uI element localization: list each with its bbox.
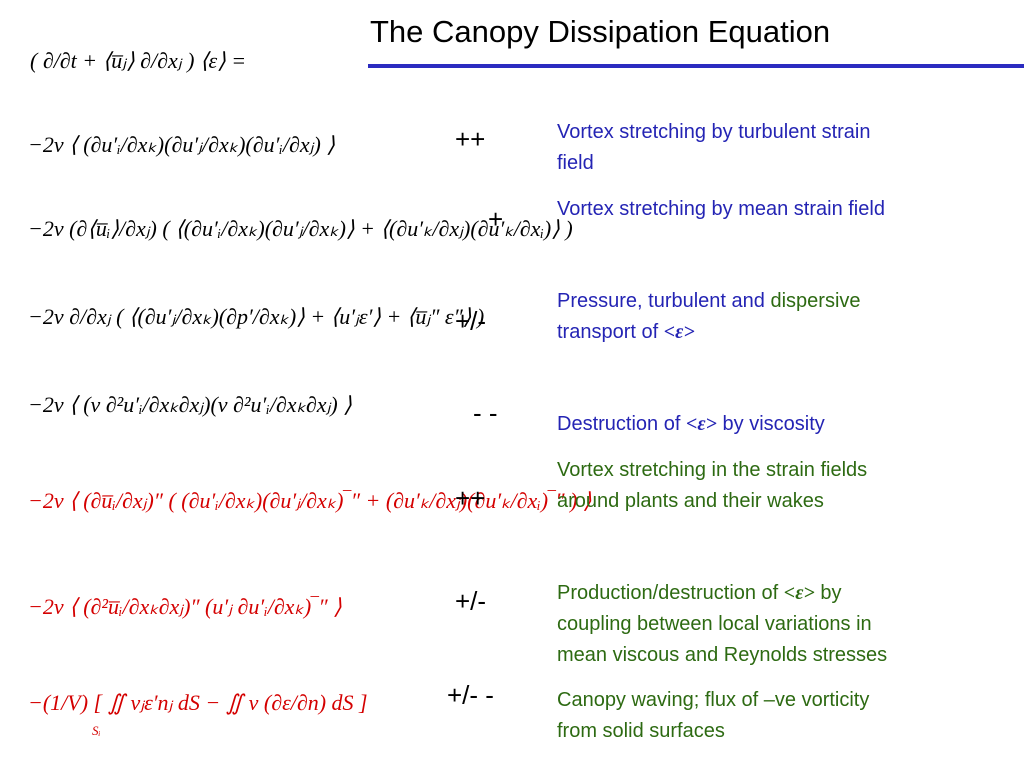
equation-term-6: −2ν ⟨ (∂²u̅ᵢ/∂xₖ∂xⱼ)″ (u′ⱼ ∂u′ᵢ/∂xₖ)‾″ ⟩ — [28, 594, 342, 619]
epsilon-symbol: <ε> — [685, 413, 717, 435]
desc-term-6-line-2: coupling between local variations in — [557, 613, 872, 635]
equation-term-1: −2ν ⟨ (∂u′ᵢ/∂xₖ)(∂u′ⱼ/∂xₖ)(∂u′ᵢ/∂xⱼ) ⟩ — [28, 132, 335, 157]
desc-term-2: Vortex stretching by mean strain field — [557, 194, 997, 225]
desc-term-7-line-2: from solid surfaces — [557, 720, 725, 742]
equation-term-7: −(1/V) [ ∬ vⱼε′nⱼ dS − ∬ ν (∂ε/∂n) dS ] — [28, 690, 368, 715]
desc-term-6-line-3: mean viscous and Reynolds stresses — [557, 644, 888, 666]
sign-term-1: ++ — [455, 124, 486, 154]
sign-term-6: +/- — [455, 586, 487, 616]
sign-term-3: +/- — [455, 306, 487, 336]
desc-term-6-prefix: Production/destruction of — [557, 582, 784, 604]
desc-term-1-line-2: field — [557, 152, 594, 174]
page-title: The Canopy Dissipation Equation — [370, 14, 831, 49]
equation-lhs: ( ∂/∂t + ⟨u̅ⱼ⟩ ∂/∂xⱼ ) ⟨ε⟩ = — [30, 48, 247, 73]
desc-term-4-prefix: Destruction of — [557, 413, 686, 435]
desc-term-1: Vortex stretching by turbulent strain fi… — [557, 117, 997, 179]
desc-term-6: Production/destruction of <ε> by couplin… — [557, 578, 997, 671]
desc-term-5: Vortex stretching in the strain fields a… — [557, 455, 997, 517]
sign-term-5: ++ — [455, 483, 486, 513]
desc-term-7: Canopy waving; flux of –ve vorticity fro… — [557, 685, 997, 747]
equation-term-3: −2ν ∂/∂xⱼ ( ⟨(∂u′ⱼ/∂xₖ)(∂p′/∂xₖ)⟩ + ⟨u′ⱼ… — [28, 304, 485, 329]
equation-term-5: −2ν ⟨ (∂u̅ᵢ/∂xⱼ)″ ( (∂u′ᵢ/∂xₖ)(∂u′ⱼ/∂xₖ)… — [28, 488, 592, 513]
desc-term-3-green: dispersive — [770, 290, 861, 312]
sign-term-2: + — [488, 204, 504, 234]
desc-term-5-line-2: around plants and their wakes — [557, 490, 824, 512]
desc-term-6-suffix: by — [814, 582, 842, 604]
desc-term-3-prefix: Pressure, turbulent and — [557, 290, 771, 312]
desc-term-5-line-1: Vortex stretching in the strain fields — [557, 459, 868, 481]
desc-term-1-line-1: Vortex stretching by turbulent strain — [557, 121, 871, 143]
equation-term-7-subscript: Sᵢ — [92, 723, 101, 738]
desc-term-2-line-1: Vortex stretching by mean strain field — [557, 198, 885, 220]
equation-term-2: −2ν (∂⟨u̅ᵢ⟩/∂xⱼ) ( ⟨(∂u′ᵢ/∂xₖ)(∂u′ⱼ/∂xₖ)… — [28, 216, 573, 241]
epsilon-symbol: <ε> — [783, 582, 815, 604]
equation-term-4: −2ν ⟨ (ν ∂²u′ᵢ/∂xₖ∂xⱼ)(ν ∂²u′ᵢ/∂xₖ∂xⱼ) ⟩ — [28, 392, 352, 417]
desc-term-4: Destruction of <ε> by viscosity — [557, 409, 997, 440]
desc-term-3-line-2: transport of — [557, 321, 664, 343]
title-underline — [368, 64, 1024, 68]
sign-term-4: - - — [473, 398, 498, 428]
epsilon-symbol: <ε> — [663, 321, 695, 343]
sign-term-7: +/- - — [447, 680, 494, 710]
desc-term-7-line-1: Canopy waving; flux of –ve vorticity — [557, 689, 870, 711]
desc-term-3: Pressure, turbulent and dispersive trans… — [557, 286, 997, 348]
desc-term-4-suffix: by viscosity — [716, 413, 825, 435]
